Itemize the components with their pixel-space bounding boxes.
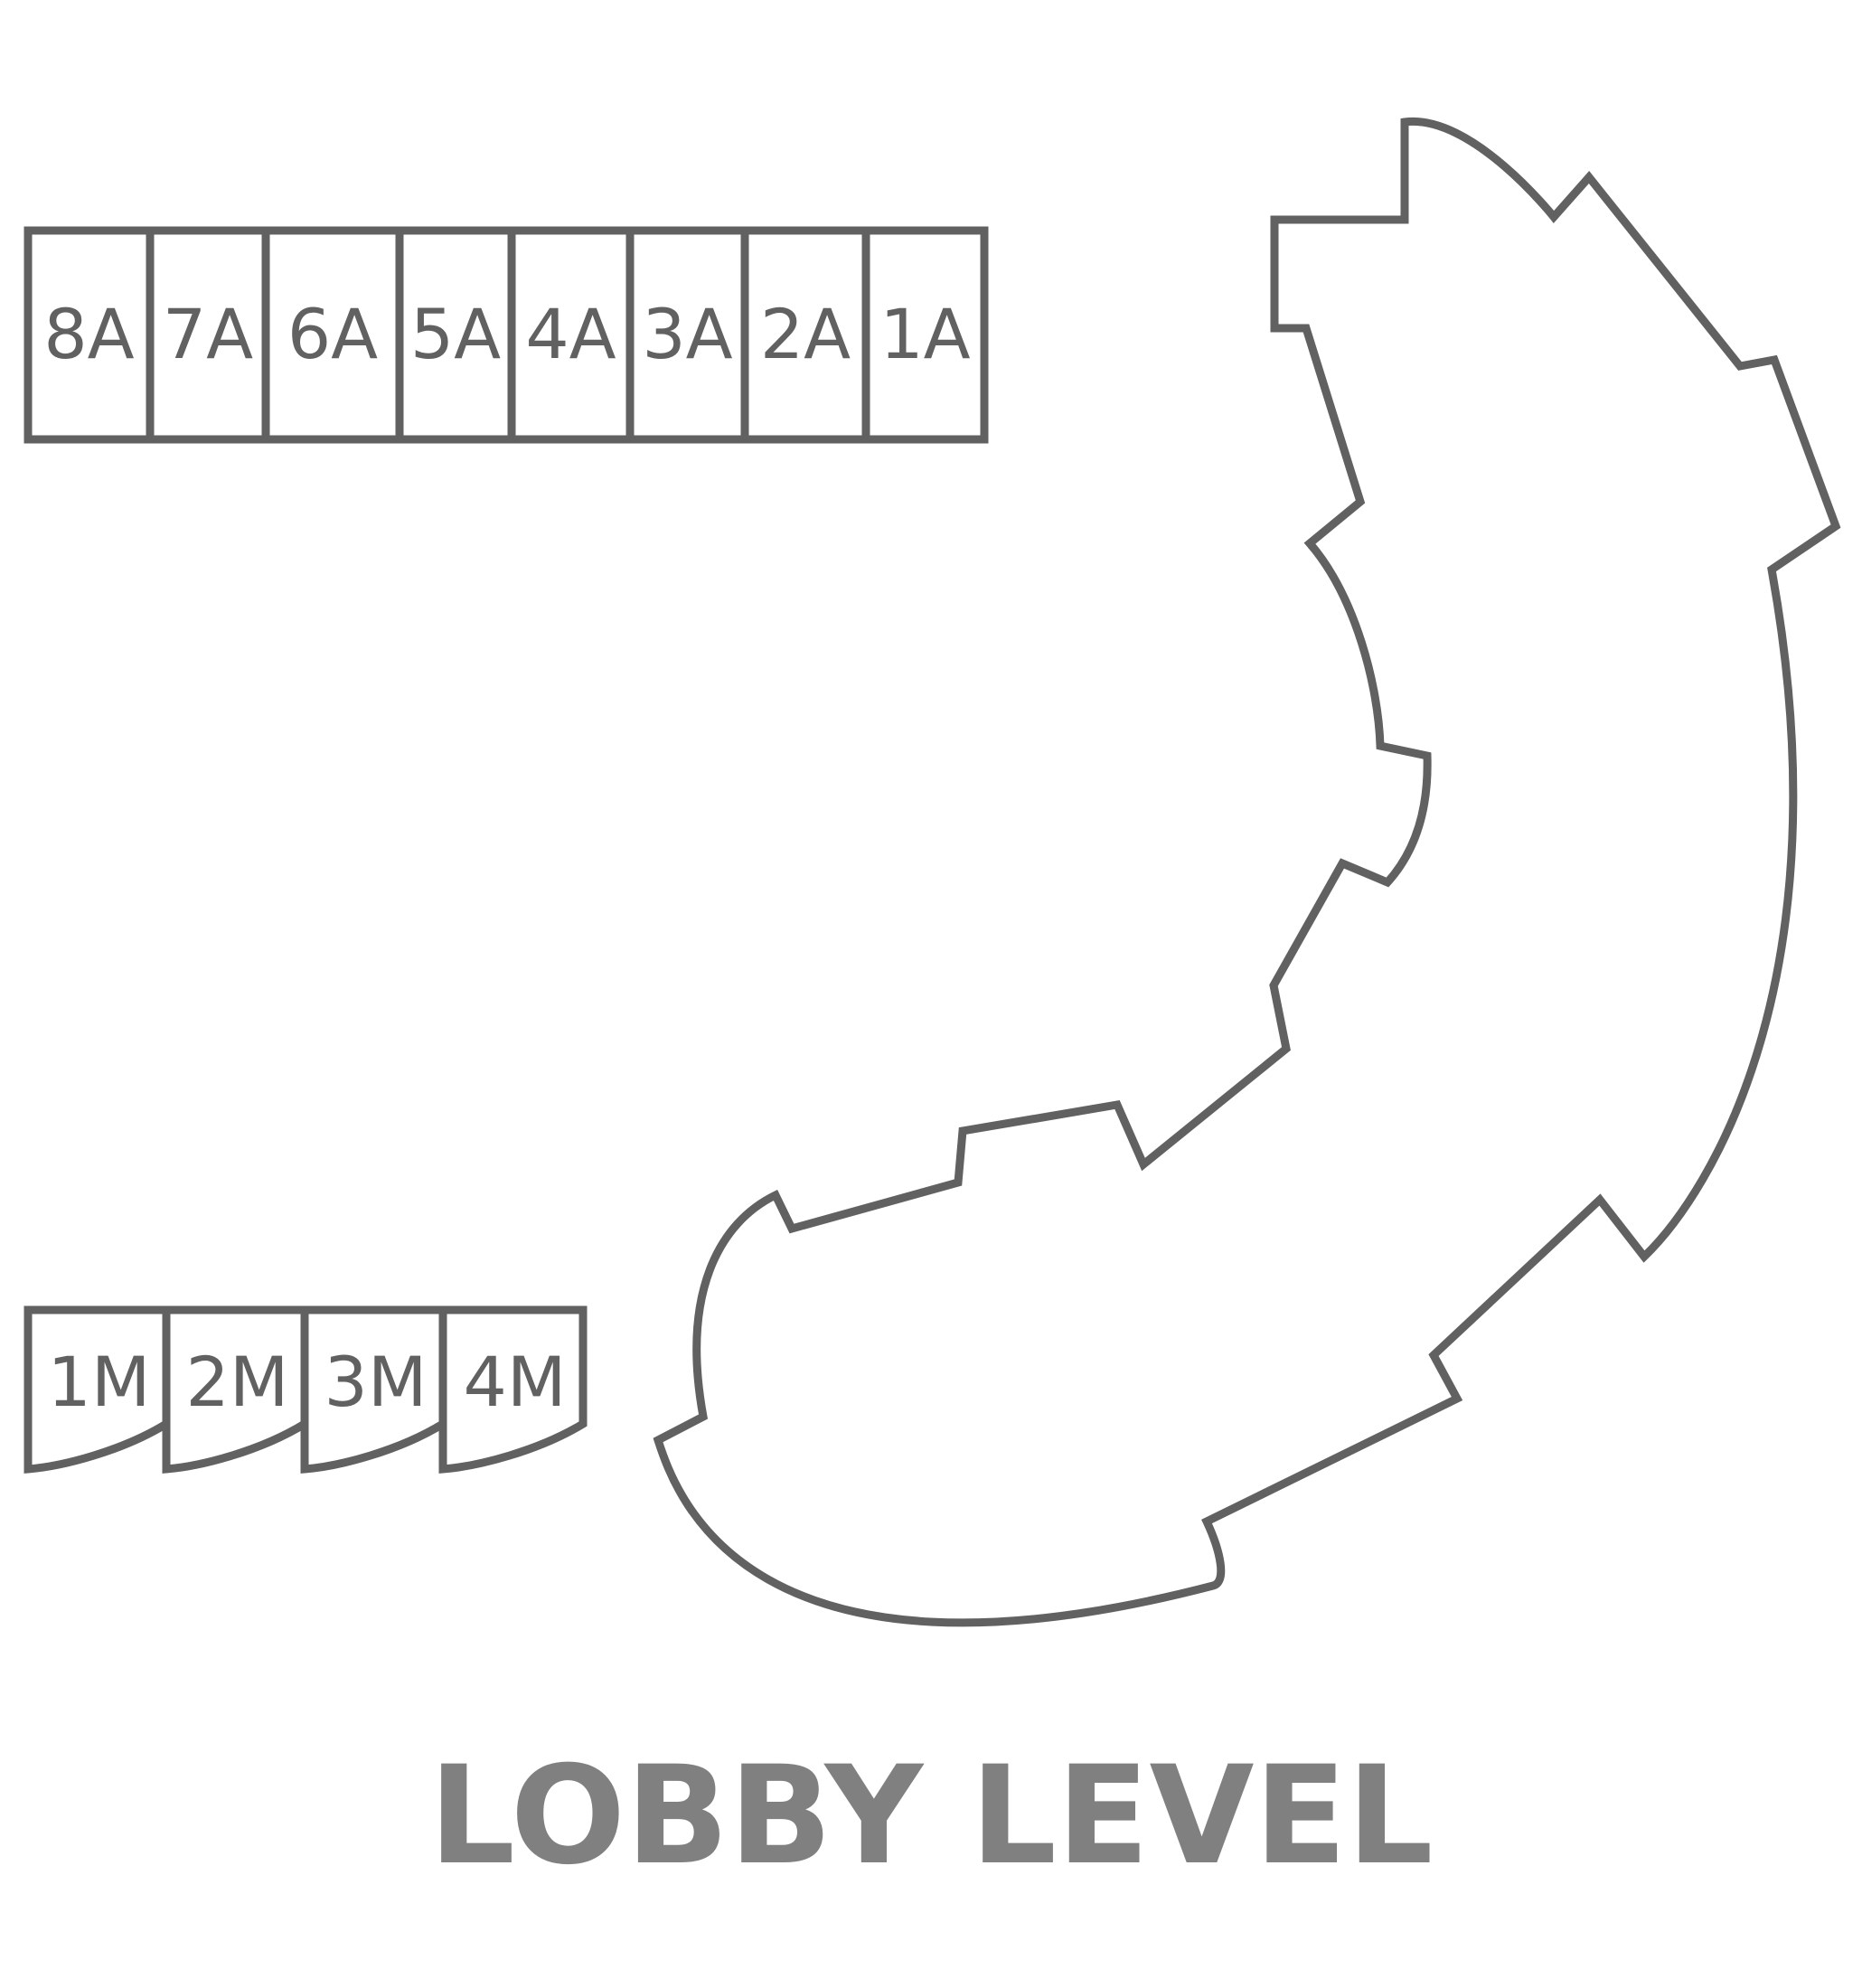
unit-label-4a: 4A [525, 294, 616, 374]
unit-label-1a: 1A [879, 294, 970, 374]
unit-label-2m: 2M [186, 1342, 289, 1422]
unit-label-3a: 3A [642, 294, 732, 374]
unit-label-3m: 3M [324, 1342, 428, 1422]
unit-label-7a: 7A [163, 294, 253, 374]
level-title: LOBBY LEVEL [428, 1738, 1433, 1895]
a-units-frame [24, 226, 989, 444]
unit-label-1m: 1M [48, 1342, 151, 1422]
unit-4m[interactable] [438, 1305, 588, 1474]
building-outline [653, 118, 1841, 1627]
unit-label-8a: 8A [43, 294, 134, 374]
unit-label-2a: 2A [760, 294, 851, 374]
unit-label-6a: 6A [287, 294, 378, 374]
unit-label-5a: 5A [410, 294, 501, 374]
a-units-row: 8A 7A 6A 5A 4A 3A 2A 1A [24, 226, 989, 444]
unit-label-4m: 4M [464, 1342, 567, 1422]
m-units-row: 1M 2M 3M 4M [24, 1305, 588, 1474]
